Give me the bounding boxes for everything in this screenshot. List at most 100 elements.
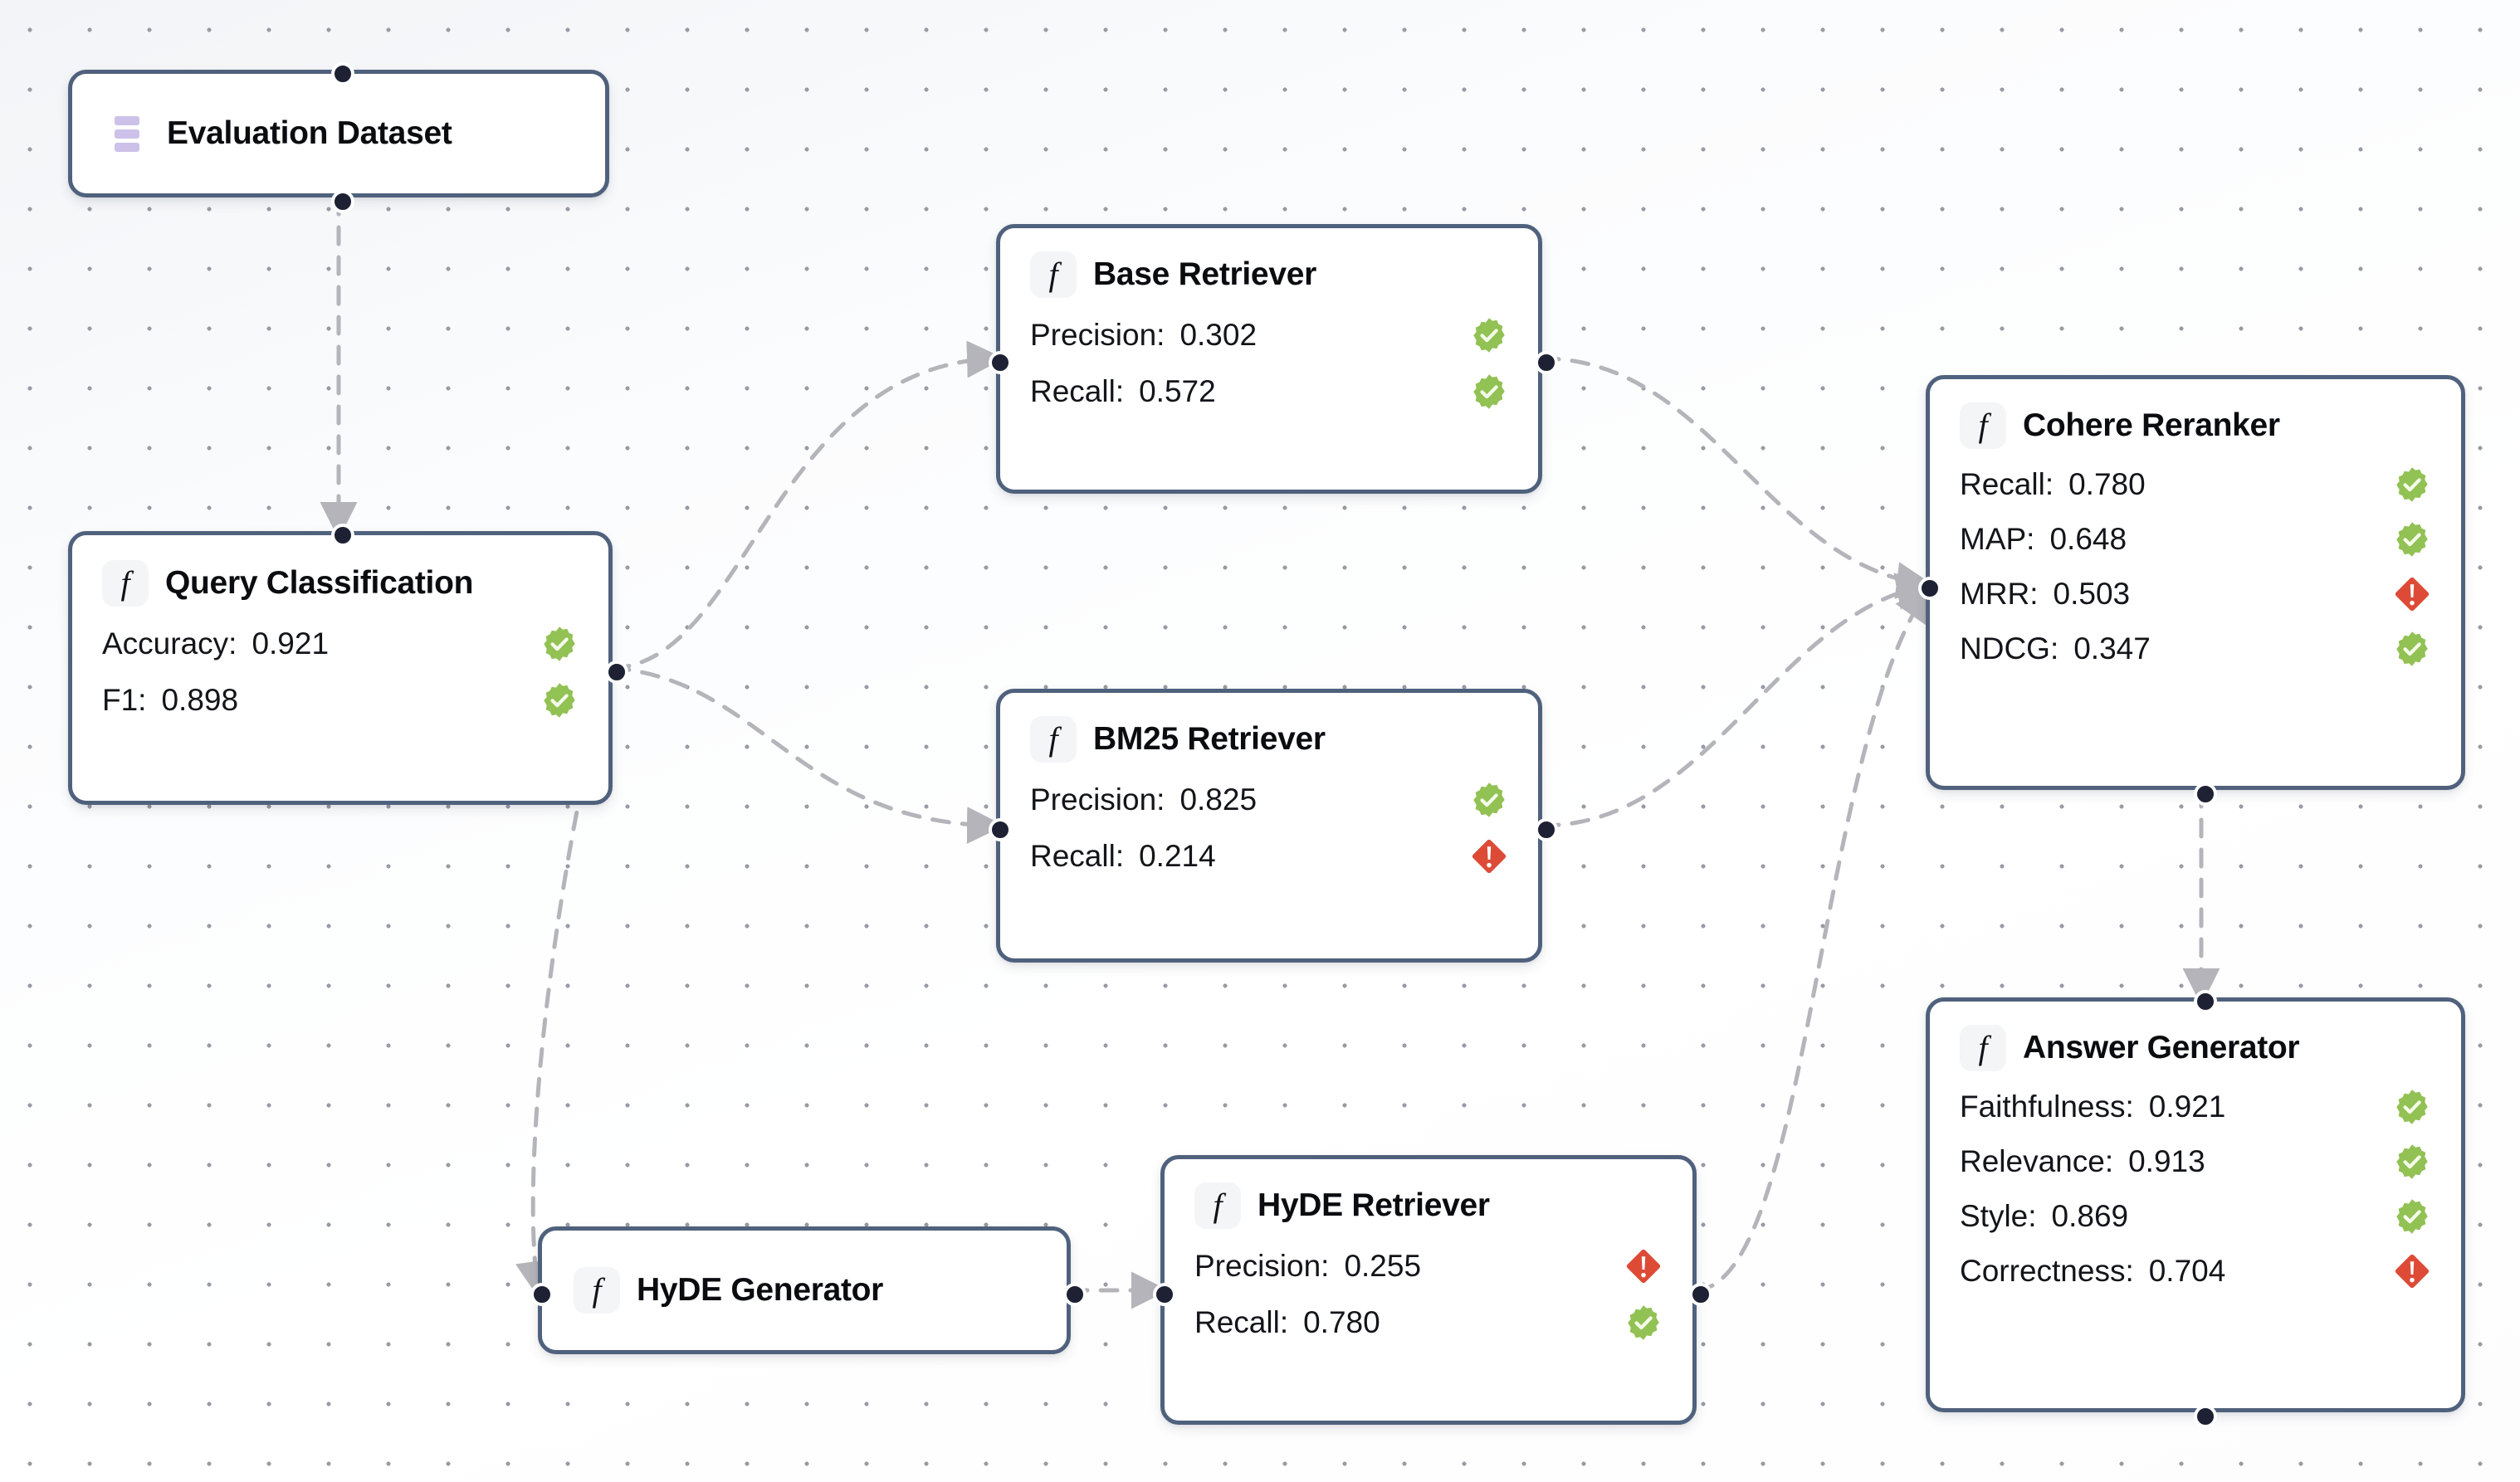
handle-top[interactable]: [331, 62, 354, 85]
node-title: Evaluation Dataset: [167, 115, 452, 151]
handle-right[interactable]: [1063, 1283, 1087, 1306]
function-icon: f: [574, 1267, 620, 1314]
node-header: Evaluation Dataset: [104, 110, 452, 157]
status-pass-icon: [540, 625, 579, 663]
status-pass-icon: [540, 681, 579, 719]
metric-value: 0.898: [161, 683, 239, 717]
handle-left[interactable]: [989, 818, 1012, 841]
handle-top[interactable]: [2194, 990, 2217, 1013]
metric-row: Precision: 0.825: [1030, 781, 1508, 819]
node-base-retriever[interactable]: f Base Retriever Precision: 0.302 Recall…: [989, 224, 1558, 494]
function-icon: f: [1194, 1182, 1241, 1229]
metric-label: MRR:: [1960, 577, 2039, 611]
edge-query-classification-to-base-retriever: [610, 340, 1004, 670]
function-icon: f: [1030, 716, 1077, 763]
node-bm25-retriever[interactable]: f BM25 Retriever Precision: 0.825 Recall…: [989, 689, 1558, 963]
status-pass-icon: [1624, 1304, 1663, 1342]
metric-label: Accuracy:: [102, 626, 237, 661]
edge-query-classification-to-bm25-retriever: [610, 665, 1004, 845]
metric-row: Recall: 0.214: [1030, 837, 1508, 875]
node-hyde-generator[interactable]: f HyDE Generator: [530, 1226, 1087, 1354]
metric-label: Recall:: [1960, 467, 2054, 501]
function-icon: f: [1960, 1025, 2006, 1071]
metric-value: 0.780: [2068, 467, 2146, 501]
metric-row: Faithfulness: 0.921: [1960, 1088, 2431, 1126]
metric-row: Correctness: 0.704: [1960, 1252, 2431, 1290]
status-pass-icon: [1470, 373, 1508, 411]
metric-value: 0.913: [2128, 1144, 2205, 1178]
metric-label: Recall:: [1194, 1305, 1289, 1339]
edge-base-retriever-to-cohere-reranker: [1540, 356, 1934, 599]
status-pass-icon: [1470, 316, 1508, 354]
metric-value: 0.214: [1139, 839, 1216, 873]
metric-row: MAP: 0.648: [1960, 520, 2431, 558]
metric-row: Recall: 0.572: [1030, 373, 1508, 411]
metric-label: Precision:: [1030, 318, 1165, 352]
node-title: BM25 Retriever: [1093, 721, 1326, 757]
node-title: Base Retriever: [1093, 256, 1316, 292]
function-icon: f: [1960, 402, 2006, 449]
handle-left[interactable]: [530, 1283, 554, 1306]
handle-right[interactable]: [605, 661, 628, 684]
edge-bm25-retriever-to-cohere-reranker: [1540, 573, 1934, 828]
metric-value: 0.869: [2051, 1199, 2129, 1233]
handle-right[interactable]: [1535, 818, 1558, 841]
handle-left[interactable]: [989, 351, 1012, 374]
function-icon: f: [1030, 251, 1077, 298]
status-fail-icon: [1470, 837, 1508, 875]
node-query-classification[interactable]: f Query Classification Accuracy: 0.921 F…: [68, 524, 628, 805]
node-cohere-reranker[interactable]: f Cohere Reranker Recall: 0.780 MAP: 0.6…: [1918, 375, 2465, 806]
metric-value: 0.921: [2148, 1090, 2226, 1124]
dataset-icon: [104, 110, 150, 157]
node-answer-generator[interactable]: f Answer Generator Faithfulness: 0.921 R…: [1926, 990, 2465, 1428]
metric-label: Recall:: [1030, 839, 1125, 873]
metric-label: MAP:: [1960, 522, 2035, 556]
node-title: HyDE Generator: [637, 1272, 884, 1308]
node-header: f BM25 Retriever: [1030, 716, 1508, 763]
node-header: f HyDE Generator: [574, 1267, 883, 1314]
handle-top[interactable]: [331, 524, 354, 547]
metric-row: Recall: 0.780: [1960, 466, 2431, 504]
status-pass-icon: [2393, 1088, 2431, 1126]
function-icon: f: [102, 560, 149, 607]
status-fail-icon: [2393, 1252, 2431, 1290]
node-title: Cohere Reranker: [2023, 407, 2280, 443]
metric-label: Precision:: [1030, 782, 1165, 817]
status-pass-icon: [2393, 466, 2431, 504]
metric-label: Correctness:: [1960, 1254, 2134, 1288]
metric-value: 0.780: [1303, 1305, 1380, 1339]
metric-row: Recall: 0.780: [1194, 1304, 1663, 1342]
metric-value: 0.921: [252, 626, 330, 661]
status-pass-icon: [2393, 630, 2431, 668]
node-title: Query Classification: [165, 565, 474, 601]
metric-value: 0.825: [1179, 782, 1258, 817]
metric-label: Faithfulness:: [1960, 1090, 2134, 1124]
edge-hyde-retriever-to-cohere-reranker: [1694, 583, 1932, 1293]
metric-value: 0.302: [1179, 318, 1258, 352]
node-hyde-retriever[interactable]: f HyDE Retriever Precision: 0.255 Recall…: [1153, 1155, 1712, 1425]
metric-value: 0.347: [2073, 631, 2151, 665]
handle-left[interactable]: [1153, 1283, 1176, 1306]
status-pass-icon: [2393, 1143, 2431, 1181]
handle-bottom[interactable]: [331, 190, 354, 213]
metric-row: Relevance: 0.913: [1960, 1143, 2431, 1181]
metric-row: Precision: 0.302: [1030, 316, 1508, 354]
metric-row: Style: 0.869: [1960, 1197, 2431, 1236]
metric-label: Style:: [1960, 1199, 2037, 1233]
node-header: f HyDE Retriever: [1194, 1182, 1663, 1229]
status-pass-icon: [2393, 520, 2431, 558]
metric-value: 0.572: [1139, 374, 1216, 408]
node-title: Answer Generator: [2023, 1030, 2300, 1065]
node-evaluation-dataset[interactable]: Evaluation Dataset: [68, 62, 609, 213]
handle-bottom[interactable]: [2194, 1405, 2217, 1428]
handle-bottom[interactable]: [2194, 782, 2217, 806]
handle-right[interactable]: [1689, 1283, 1712, 1306]
handle-left[interactable]: [1918, 577, 1941, 600]
node-title: HyDE Retriever: [1258, 1187, 1490, 1223]
metric-label: F1:: [102, 683, 147, 717]
metric-row: F1: 0.898: [102, 681, 579, 719]
metric-label: Precision:: [1194, 1249, 1330, 1283]
handle-right[interactable]: [1535, 351, 1558, 374]
node-header: f Base Retriever: [1030, 251, 1508, 298]
